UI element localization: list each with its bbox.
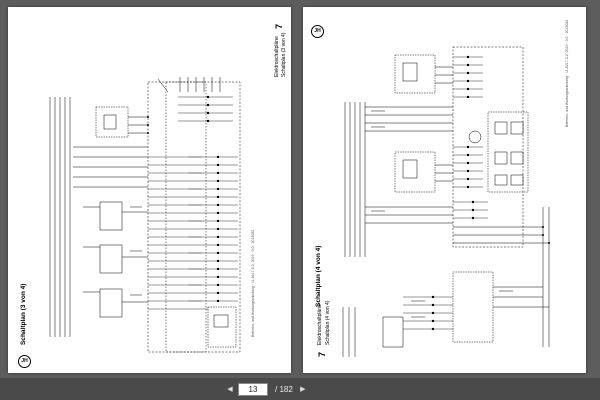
footer-text: Betriebs- und Wartungsanleitung · 11-821… [251,229,255,337]
total-pages-label: / 182 [275,384,293,394]
chapter-title: Elektroschaltpläne [317,304,323,345]
next-page-button[interactable]: ▶ [297,383,309,395]
chapter-number: 7 [274,23,284,29]
diagram-title: Schaltplan (3 von 4) [20,283,27,345]
viewer-toolbar: ◀ 13 / 182 ▶ [0,378,600,400]
triangle-right-icon: ▶ [300,386,306,393]
page-number-input[interactable]: 13 [238,382,268,396]
page-navigator: ◀ 13 / 182 ▶ [224,382,309,396]
previous-page-button[interactable]: ◀ [224,383,236,395]
wiring-diagram-right [342,46,550,357]
triangle-left-icon: ◀ [227,386,233,393]
footer-text: Betriebs- und Wartungsanleitung · 11-821… [565,19,569,127]
brand-logo: JH [18,355,31,368]
diagram-title: Schaltplan (4 von 4) [315,245,322,307]
wiring-diagram-left [49,77,241,353]
chapter-subtitle: Schaltplan (3 von 4) [281,32,287,77]
chapter-number: 7 [317,351,327,357]
document-page-left: Schaltplan (3 von 4) 7 Elektroschaltplän… [8,7,291,373]
chapter-subtitle: Schaltplan (4 von 4) [325,300,331,345]
document-page-right: JH 7 Elektroschaltpläne Schaltplan (4 vo… [303,7,586,373]
brand-logo: JH [311,25,324,38]
chapter-title: Elektroschaltpläne [274,36,280,77]
